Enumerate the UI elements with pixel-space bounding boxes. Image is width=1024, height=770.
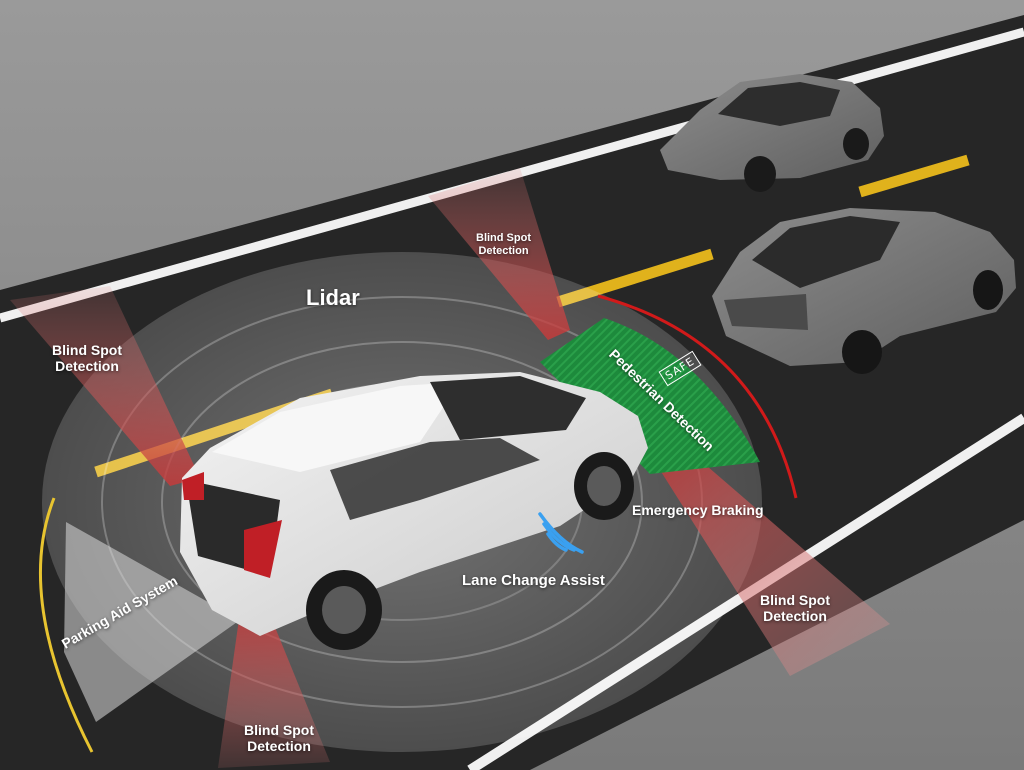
blind-spot-label-bottom: Blind Spot Detection	[244, 722, 314, 754]
lane-change-assist-label: Lane Change Assist	[462, 572, 605, 589]
background-car-near	[712, 208, 1016, 374]
background-car-far	[660, 74, 884, 192]
label-line: Blind Spot	[760, 592, 830, 608]
blind-spot-fan-top-mid	[428, 168, 570, 340]
lidar-ring	[161, 341, 643, 663]
wifi-signal-icon	[538, 512, 584, 554]
label-line: Detection	[247, 738, 311, 755]
parking-aid-fan	[64, 522, 240, 722]
blind-spot-fan-bottom	[218, 610, 330, 768]
label-line: Detection	[55, 358, 119, 375]
label-line: Blind Spot	[52, 342, 122, 358]
blind-spot-label-top-left: Blind Spot Detection	[52, 342, 122, 374]
blind-spot-label-top-mid: Blind Spot Detection	[476, 232, 531, 257]
label-line: Detection	[763, 608, 827, 625]
label-line: Blind Spot	[244, 722, 314, 738]
lane-dash	[858, 154, 970, 198]
emergency-braking-arc	[597, 294, 798, 499]
blind-spot-label-right: Blind Spot Detection	[760, 592, 830, 624]
lidar-label: Lidar	[306, 285, 360, 310]
parking-aid-arc	[38, 497, 94, 753]
label-line: Detection	[478, 244, 529, 257]
emergency-braking-label: Emergency Braking	[632, 502, 764, 518]
pedestrian-detection-zone	[540, 318, 760, 474]
label-line: Blind Spot	[476, 232, 531, 244]
blind-spot-fan-right	[660, 460, 890, 676]
blind-spot-fan-top-left	[10, 286, 200, 486]
main-car	[180, 372, 648, 650]
